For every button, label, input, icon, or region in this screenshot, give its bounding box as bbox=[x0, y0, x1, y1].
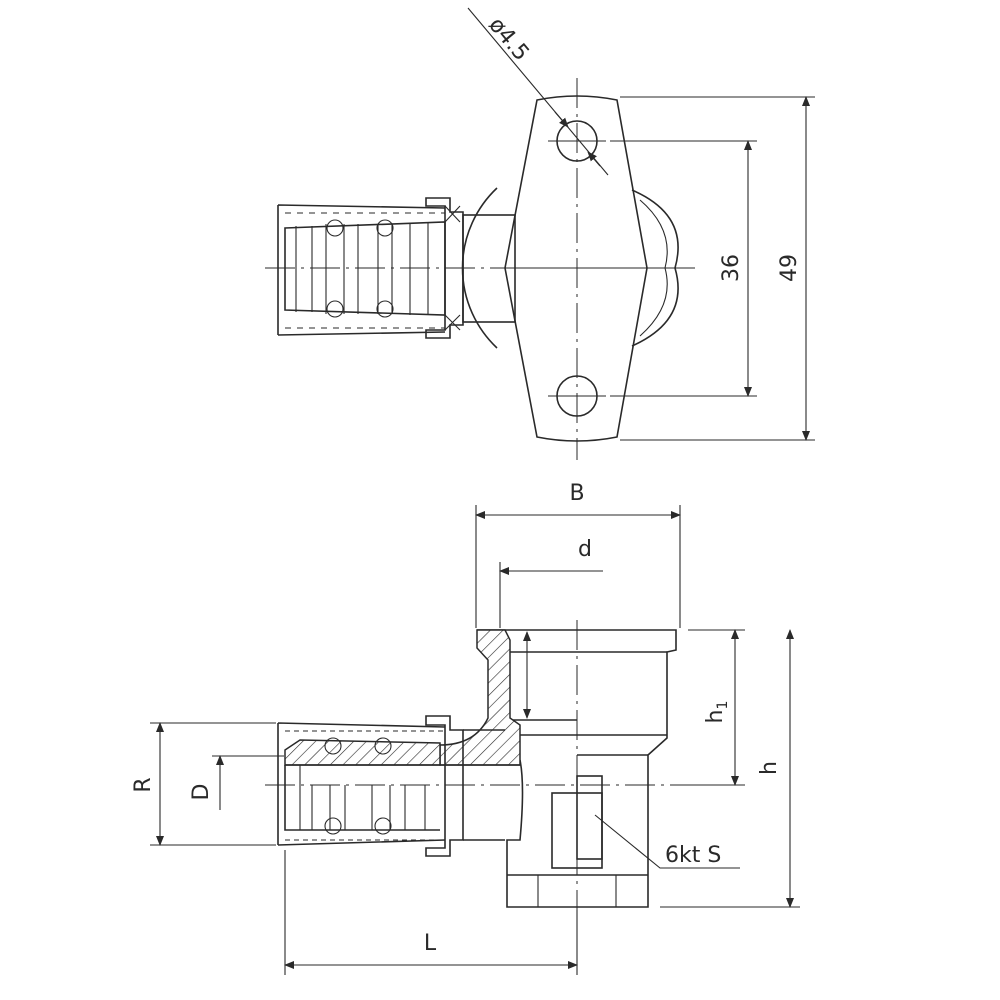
sleeve-label: R bbox=[131, 777, 156, 792]
hole-diameter-leader bbox=[467, 7, 609, 176]
pipe-label: D bbox=[189, 784, 214, 801]
plate-height-label: 49 bbox=[777, 254, 802, 282]
length-label: L bbox=[424, 931, 437, 956]
hole-spacing-label: 36 bbox=[719, 254, 744, 282]
top-view: 36 49 ø4.5 bbox=[265, 7, 815, 460]
hex-leader bbox=[594, 814, 740, 869]
thread-depth-label: h1 bbox=[703, 701, 731, 724]
boss-right-arc bbox=[631, 189, 679, 347]
hex-label: 6kt S bbox=[665, 843, 721, 868]
width-label: B bbox=[569, 481, 584, 506]
height-label: h bbox=[757, 761, 782, 775]
wall-plate bbox=[504, 95, 648, 442]
elbow-body bbox=[477, 629, 677, 908]
thread-label: d bbox=[578, 537, 592, 562]
hole-diameter-label: ø4.5 bbox=[483, 13, 533, 66]
press-sleeve-top bbox=[277, 197, 464, 339]
press-sleeve-side bbox=[277, 715, 520, 857]
section-hatch bbox=[439, 629, 521, 766]
side-view: B d h1 h R D 6kt S L bbox=[131, 481, 800, 975]
